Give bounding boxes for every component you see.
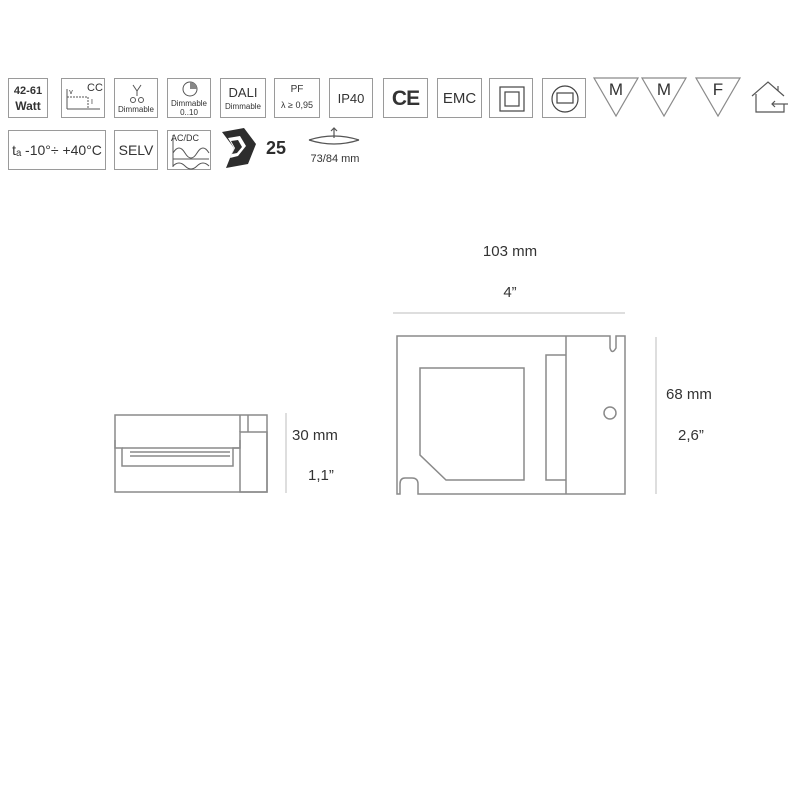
independent-control-gear-icon	[542, 78, 586, 118]
emc-icon: EMC	[437, 78, 482, 118]
height-inch-label: 1,1”	[308, 467, 334, 484]
pf-value: λ ≥ 0,95	[281, 100, 313, 110]
ce-label: CE	[391, 87, 420, 110]
width-inch-label: 2,6”	[678, 427, 704, 444]
dali-label: DALI	[228, 85, 258, 100]
cc-axis-v: v	[69, 89, 73, 96]
selv-icon: SELV	[114, 130, 158, 170]
m-label-2: M	[656, 80, 672, 99]
power-unit-text: Watt	[15, 99, 41, 113]
pf-label: PF	[290, 84, 304, 95]
m-label-1: M	[608, 80, 624, 99]
indoor-use-house-icon	[751, 81, 788, 113]
width-mm-label: 68 mm	[666, 386, 712, 403]
m-triangle-icon-1	[592, 77, 640, 118]
m-triangle-icon-2	[640, 77, 688, 118]
f-label: F	[712, 80, 724, 99]
recessed-cutout-icon	[308, 127, 360, 145]
dim010-line1: Dimmable	[170, 99, 207, 108]
top-view-outline	[396, 335, 626, 495]
constant-current-icon: CC v I	[61, 78, 105, 118]
length-mm-label: 103 mm	[482, 243, 538, 260]
cutout-label: 73/84 mm	[310, 153, 360, 165]
dim010-line2: 0..10	[180, 108, 198, 117]
enec-mark-icon	[222, 128, 256, 168]
ce-mark-icon: CE	[383, 78, 428, 118]
power-range-text: 42-61	[13, 85, 43, 97]
cc-graph-icon	[66, 89, 100, 110]
cc-axis-i: I	[91, 99, 93, 106]
ip-rating-icon: IP40	[329, 78, 373, 118]
dimmer-symbol-icon	[130, 84, 144, 103]
ip-label: IP40	[337, 91, 365, 106]
ac-dc-icon: AC/DC	[167, 130, 211, 170]
length-inch-label: 4”	[503, 284, 517, 301]
height-mm-label: 30 mm	[292, 427, 338, 444]
power-factor-icon: PF λ ≥ 0,95	[274, 78, 320, 118]
dimmable-label: Dimmable	[117, 105, 154, 114]
ambient-temperature-icon: tₐ -10°÷ +40°C	[8, 130, 106, 170]
dali-sub-label: Dimmable	[224, 102, 261, 111]
side-view-outline	[114, 414, 268, 493]
circle-gear-symbol-icon	[551, 85, 579, 113]
knob-icon	[182, 81, 198, 97]
selv-label: SELV	[118, 142, 154, 158]
class-ii-square-icon	[499, 86, 525, 112]
dali-icon: DALI Dimmable	[220, 78, 266, 118]
emc-label: EMC	[442, 90, 477, 107]
f-triangle-icon	[694, 77, 742, 118]
dimmable-icon: Dimmable	[114, 78, 158, 118]
temperature-label: tₐ -10°÷ +40°C	[12, 142, 102, 158]
acdc-label: AC/DC	[170, 133, 199, 143]
waveform-icon	[172, 135, 210, 170]
power-rating-icon: 42-61 Watt	[8, 78, 48, 118]
cc-label: CC	[87, 82, 103, 94]
enec-number: 25	[265, 138, 287, 158]
dimmable-0-10-icon: Dimmable 0..10	[167, 78, 211, 118]
double-insulation-icon	[489, 78, 533, 118]
